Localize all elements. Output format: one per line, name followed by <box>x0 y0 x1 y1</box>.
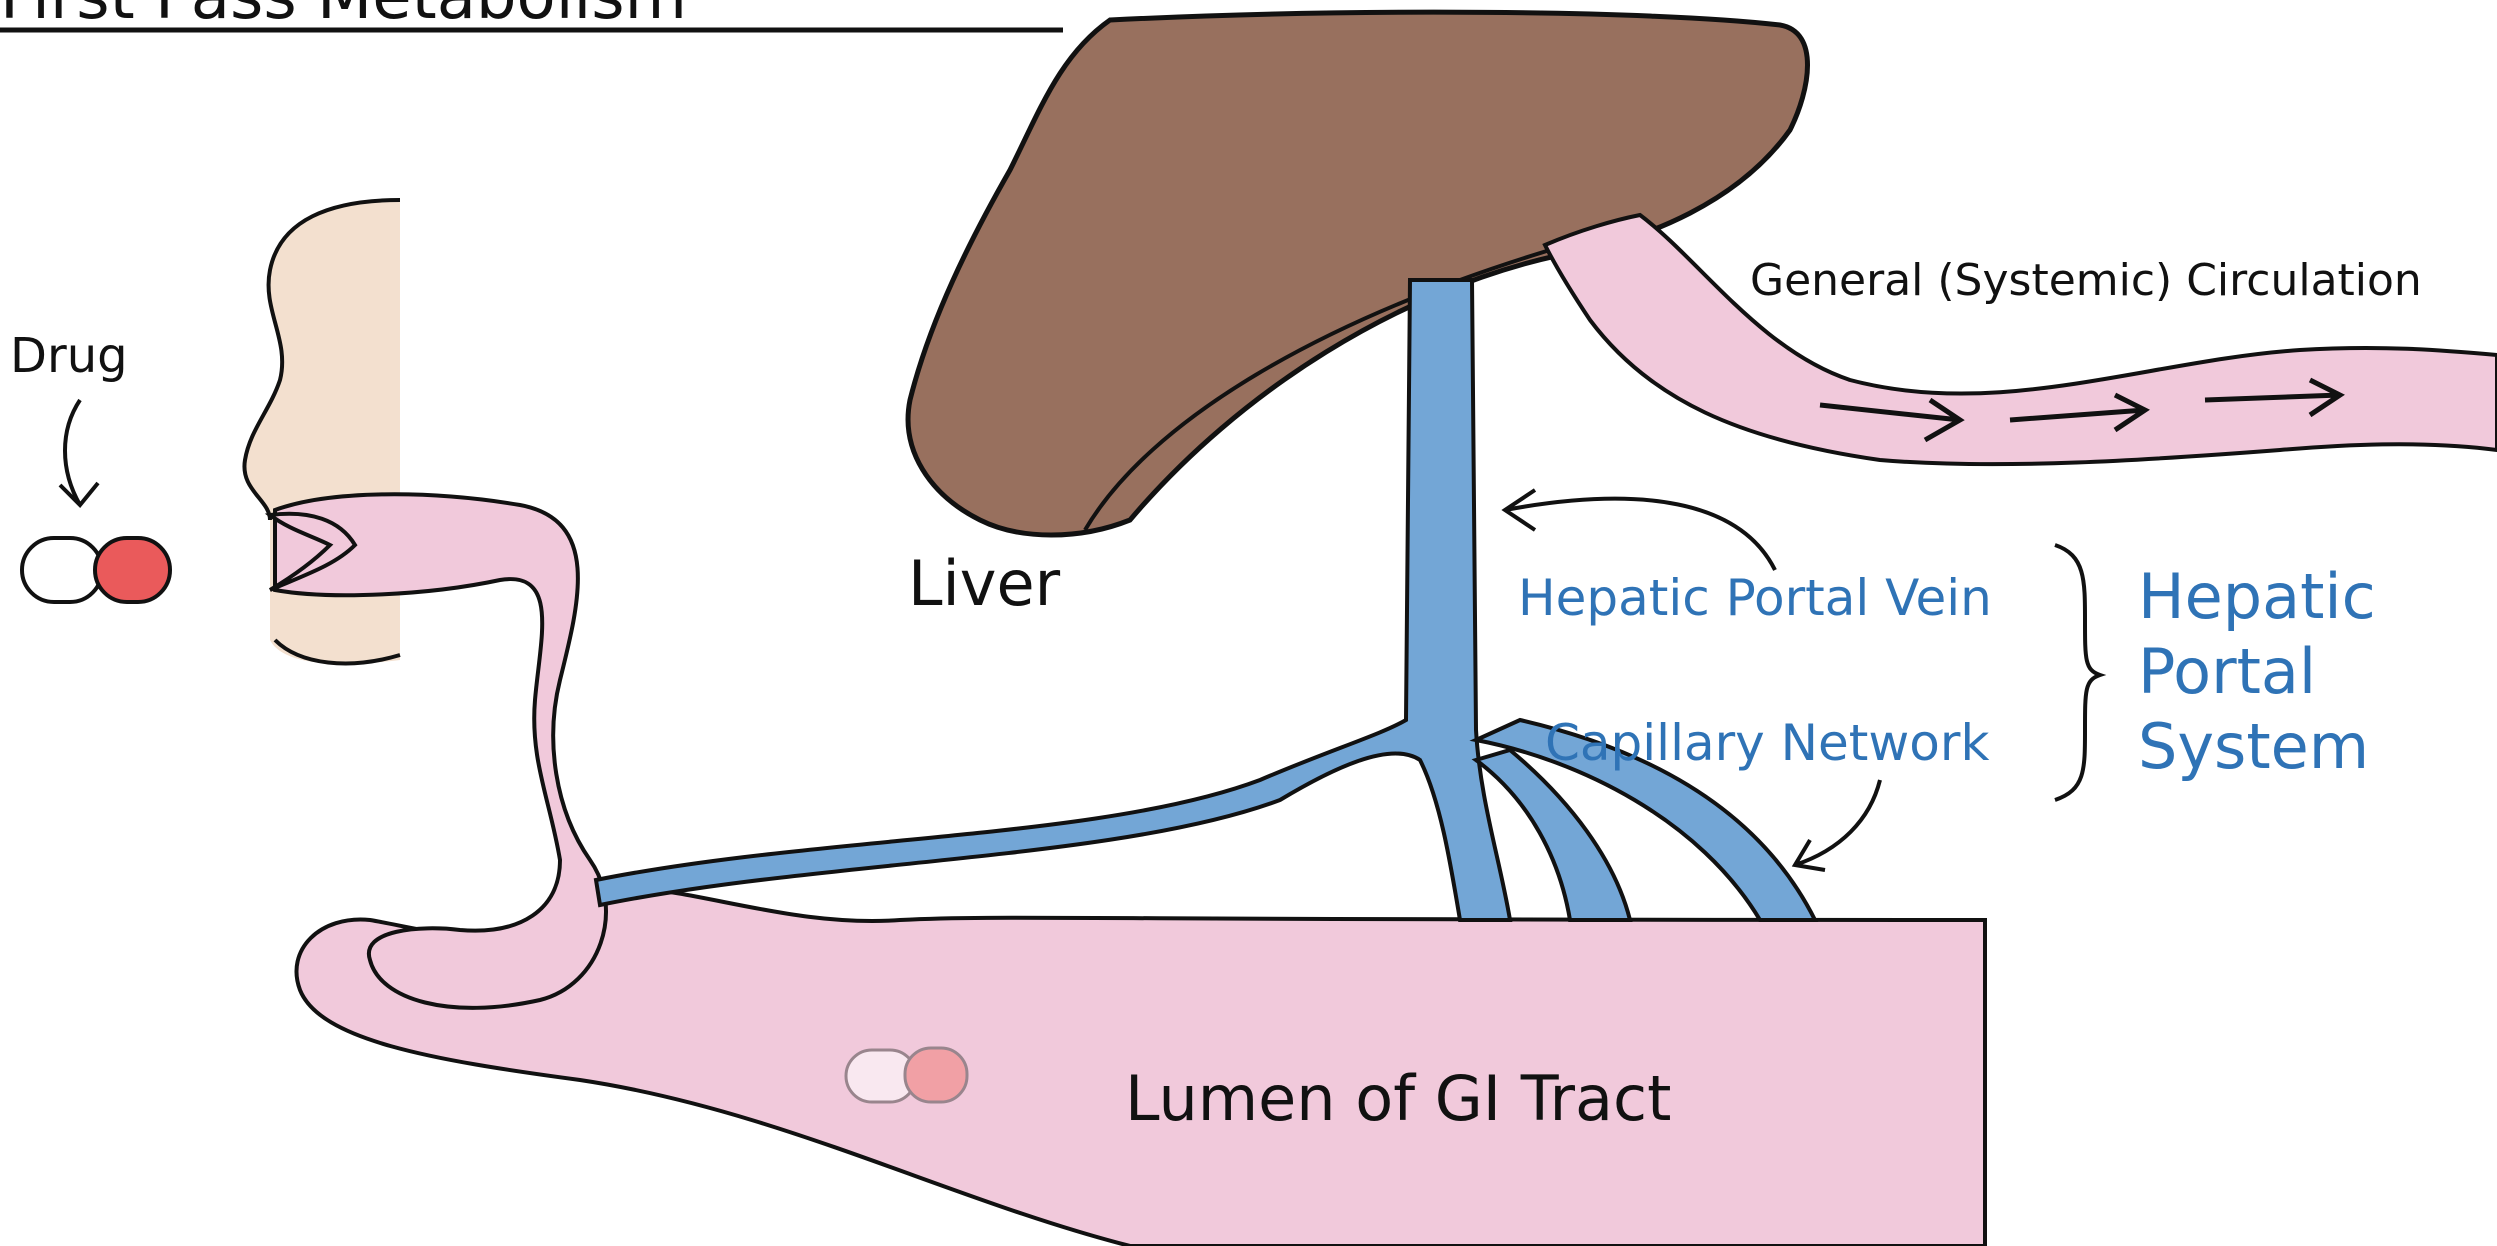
hepatic-portal-system-line-1: Hepatic <box>2138 560 2376 633</box>
drug-pill[interactable] <box>22 538 170 602</box>
liver-label: Liver <box>908 547 1061 620</box>
capillary-network-label: Capillary Network <box>1545 714 1989 772</box>
lumen-pill[interactable] <box>846 1048 967 1102</box>
hepatic-portal-brace <box>2055 545 2100 800</box>
hepatic-portal-system-line-2: Portal <box>2138 635 2316 708</box>
lumen-pill-red-half <box>905 1048 967 1102</box>
hepatic-portal-vein-label: Hepatic Portal Vein <box>1518 569 1992 627</box>
general-circulation-vessel[interactable] <box>1545 215 2497 464</box>
pill-red-half <box>95 538 170 602</box>
hepatic-portal-system-line-3: System <box>2138 710 2369 783</box>
general-circulation-label: General (Systemic) Circulation <box>1750 255 2422 306</box>
lumen-label: Lumen of GI Tract <box>1125 1062 1671 1135</box>
drug-label: Drug <box>10 328 128 384</box>
capillary-arrow <box>1795 780 1880 870</box>
portal-vein-arrow <box>1505 490 1775 570</box>
drug-arrow <box>60 400 98 505</box>
pill-white-half <box>22 538 102 602</box>
